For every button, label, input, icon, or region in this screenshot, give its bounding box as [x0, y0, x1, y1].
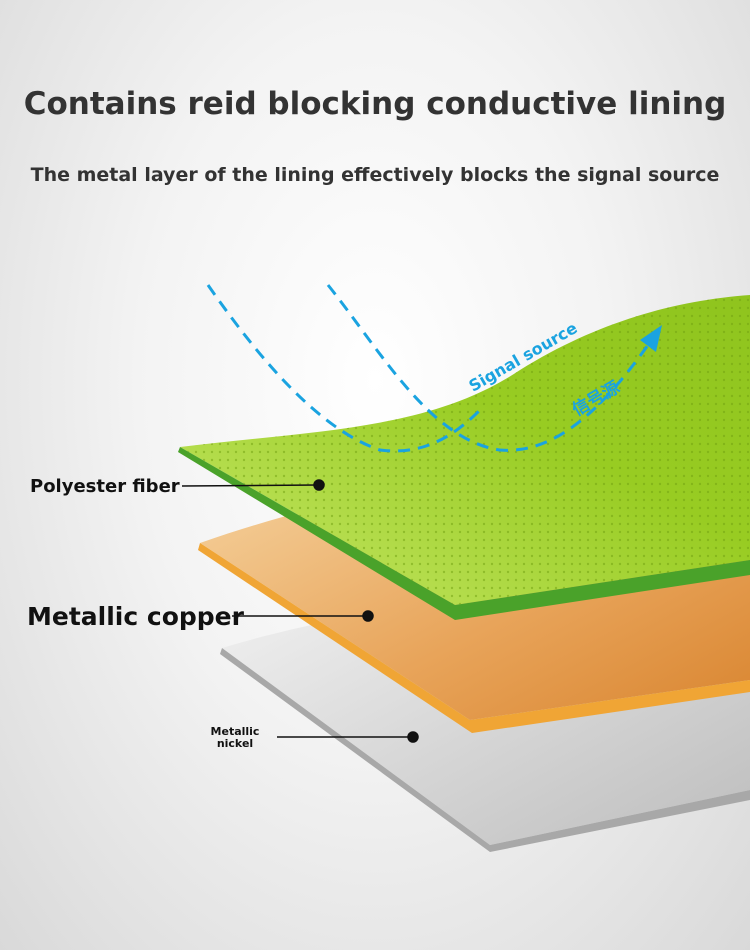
leader-lines — [181, 479, 419, 743]
page-subtitle: The metal layer of the lining effectivel… — [30, 164, 720, 186]
signal-lines — [206, 284, 657, 453]
polyester-layer — [178, 295, 750, 620]
arrow-head-icon — [640, 325, 662, 352]
page-title: Contains reid blocking conductive lining — [23, 86, 727, 122]
polyester-fiber-label: Polyester fiber — [30, 476, 180, 497]
metallic-copper-label: Metallic copper — [27, 602, 244, 631]
metallic-nickel-label: Metallic nickel — [210, 725, 260, 750]
